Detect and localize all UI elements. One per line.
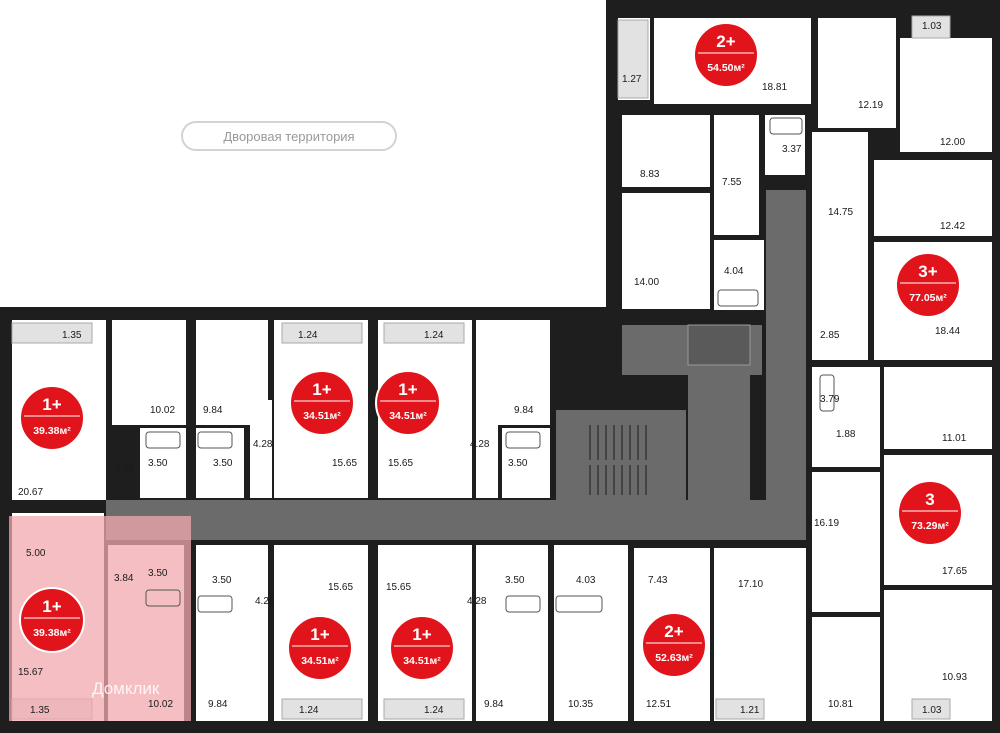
room-area: 1.24	[424, 705, 444, 716]
room-area: 15.65	[386, 582, 411, 593]
stair-core	[556, 324, 762, 500]
svg-text:1+: 1+	[42, 395, 61, 414]
room-area: 18.81	[762, 82, 787, 93]
apartment-badge[interactable]: 3 73.29м²	[897, 480, 963, 546]
room-area: 7.43	[648, 575, 668, 586]
svg-text:34.51м²: 34.51м²	[303, 410, 341, 422]
room-area: 1.03	[922, 705, 942, 716]
apartment-badge[interactable]: 1+ 39.38м²	[19, 587, 85, 653]
room-area: 2.85	[820, 330, 840, 341]
room-area: 15.65	[388, 458, 413, 469]
room-area: 14.00	[634, 277, 659, 288]
room-area: 3.79	[820, 394, 840, 405]
room-area: 12.00	[940, 137, 965, 148]
room-area: 3.50	[505, 575, 525, 586]
room-area: 10.02	[150, 405, 175, 416]
room-area: 9.84	[208, 699, 228, 710]
room-area: 8.83	[640, 169, 660, 180]
room-area: 12.42	[940, 221, 965, 232]
room-area: 1.88	[836, 429, 856, 440]
apartment-badge[interactable]: 3+ 77.05м²	[895, 252, 961, 318]
svg-text:52.63м²: 52.63м²	[655, 652, 693, 664]
room-area: 3.50	[148, 458, 168, 469]
apartment-badge[interactable]: 2+ 54.50м²	[693, 22, 759, 88]
svg-text:39.38м²: 39.38м²	[33, 627, 71, 639]
svg-text:73.29м²: 73.29м²	[911, 520, 949, 532]
room-area: 12.51	[646, 699, 671, 710]
room-area: 1.03	[922, 21, 942, 32]
room-area: 4.04	[724, 266, 744, 277]
room-area: 4.28	[255, 596, 275, 607]
apartment-badge[interactable]: 1+ 34.51м²	[289, 370, 355, 436]
svg-text:34.51м²: 34.51м²	[301, 655, 339, 667]
room-area-labels: 1.27 18.81 1.03 12.19 12.00 3.37 8.83 7.…	[18, 21, 967, 716]
room-area: 1.27	[622, 74, 642, 85]
room-area: 1.35	[30, 705, 50, 716]
room-area: 18.44	[935, 326, 960, 337]
svg-text:54.50м²: 54.50м²	[707, 62, 745, 74]
room-area: 7.55	[722, 177, 742, 188]
room-area: 14.75	[828, 207, 853, 218]
room-area: 15.65	[328, 582, 353, 593]
room-area: 10.81	[828, 699, 853, 710]
room-area: 11.01	[942, 433, 967, 444]
room-area: 17.10	[738, 579, 763, 590]
room-area: 10.35	[568, 699, 593, 710]
svg-text:1+: 1+	[398, 380, 417, 399]
room-area: 15.65	[332, 458, 357, 469]
room-area: 1.24	[299, 705, 319, 716]
svg-text:34.51м²: 34.51м²	[389, 410, 427, 422]
room-area: 3.50	[213, 458, 233, 469]
domclick-watermark: Домклик	[92, 679, 160, 698]
svg-text:1+: 1+	[42, 597, 61, 616]
svg-text:3+: 3+	[918, 262, 937, 281]
apartment-badge[interactable]: 1+ 34.51м²	[389, 615, 455, 681]
svg-text:34.51м²: 34.51м²	[403, 655, 441, 667]
room-area: 1.24	[424, 330, 444, 341]
svg-text:1+: 1+	[412, 625, 431, 644]
room-area: 1.21	[740, 705, 760, 716]
apartment-badge[interactable]: 1+ 34.51м²	[375, 370, 441, 436]
bathroom-fixtures	[145, 117, 835, 613]
room-area: 4.28	[470, 439, 490, 450]
svg-text:1+: 1+	[312, 380, 331, 399]
svg-text:77.05м²: 77.05м²	[909, 292, 947, 304]
room-area: 16.19	[814, 518, 839, 529]
apartment-badge[interactable]: 1+ 39.38м²	[19, 385, 85, 451]
room-area: 3.84	[114, 573, 134, 584]
svg-text:2+: 2+	[716, 32, 735, 51]
courtyard-label: Дворовая территория	[181, 121, 397, 151]
room-area: 9.84	[484, 699, 504, 710]
room-area: 5.00	[26, 548, 46, 559]
room-area: 3.50	[508, 458, 528, 469]
room-area: 9.84	[514, 405, 534, 416]
apartment-badge[interactable]: 2+ 52.63м²	[641, 612, 707, 678]
room-area: 3.84	[114, 462, 134, 473]
corridor	[106, 190, 806, 540]
room-area: 4.03	[576, 575, 596, 586]
room-area: 10.02	[148, 699, 173, 710]
room-area: 10.93	[942, 672, 967, 683]
svg-text:39.38м²: 39.38м²	[33, 425, 71, 437]
room-area: 9.84	[203, 405, 223, 416]
room-area: 20.67	[18, 487, 43, 498]
room-area: 12.19	[858, 100, 883, 111]
svg-text:3: 3	[925, 490, 934, 509]
svg-text:2+: 2+	[664, 622, 683, 641]
room-area: 3.50	[212, 575, 232, 586]
room-area: 3.50	[148, 568, 168, 579]
room-area: 17.65	[942, 566, 967, 577]
room-area: 1.35	[62, 330, 82, 341]
room-area: 3.37	[782, 144, 802, 155]
room-area: 1.24	[298, 330, 318, 341]
room-area: 4.28	[253, 439, 273, 450]
svg-text:1+: 1+	[310, 625, 329, 644]
room-area: 4.28	[467, 596, 487, 607]
apartment-badge[interactable]: 1+ 34.51м²	[287, 615, 353, 681]
room-area: 15.67	[18, 667, 43, 678]
